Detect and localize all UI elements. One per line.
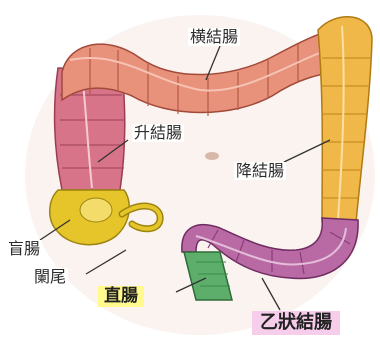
label-appendix: 闌尾 — [32, 268, 68, 286]
label-ascending-colon: 升結腸 — [132, 124, 184, 142]
label-descending-colon: 降結腸 — [234, 162, 286, 180]
label-transverse-colon: 横結腸 — [188, 28, 240, 46]
label-cecum: 盲腸 — [6, 240, 42, 258]
label-sigmoid-colon: 乙狀結腸 — [252, 311, 340, 335]
navel — [205, 152, 219, 160]
label-rectum: 直腸 — [98, 286, 144, 307]
